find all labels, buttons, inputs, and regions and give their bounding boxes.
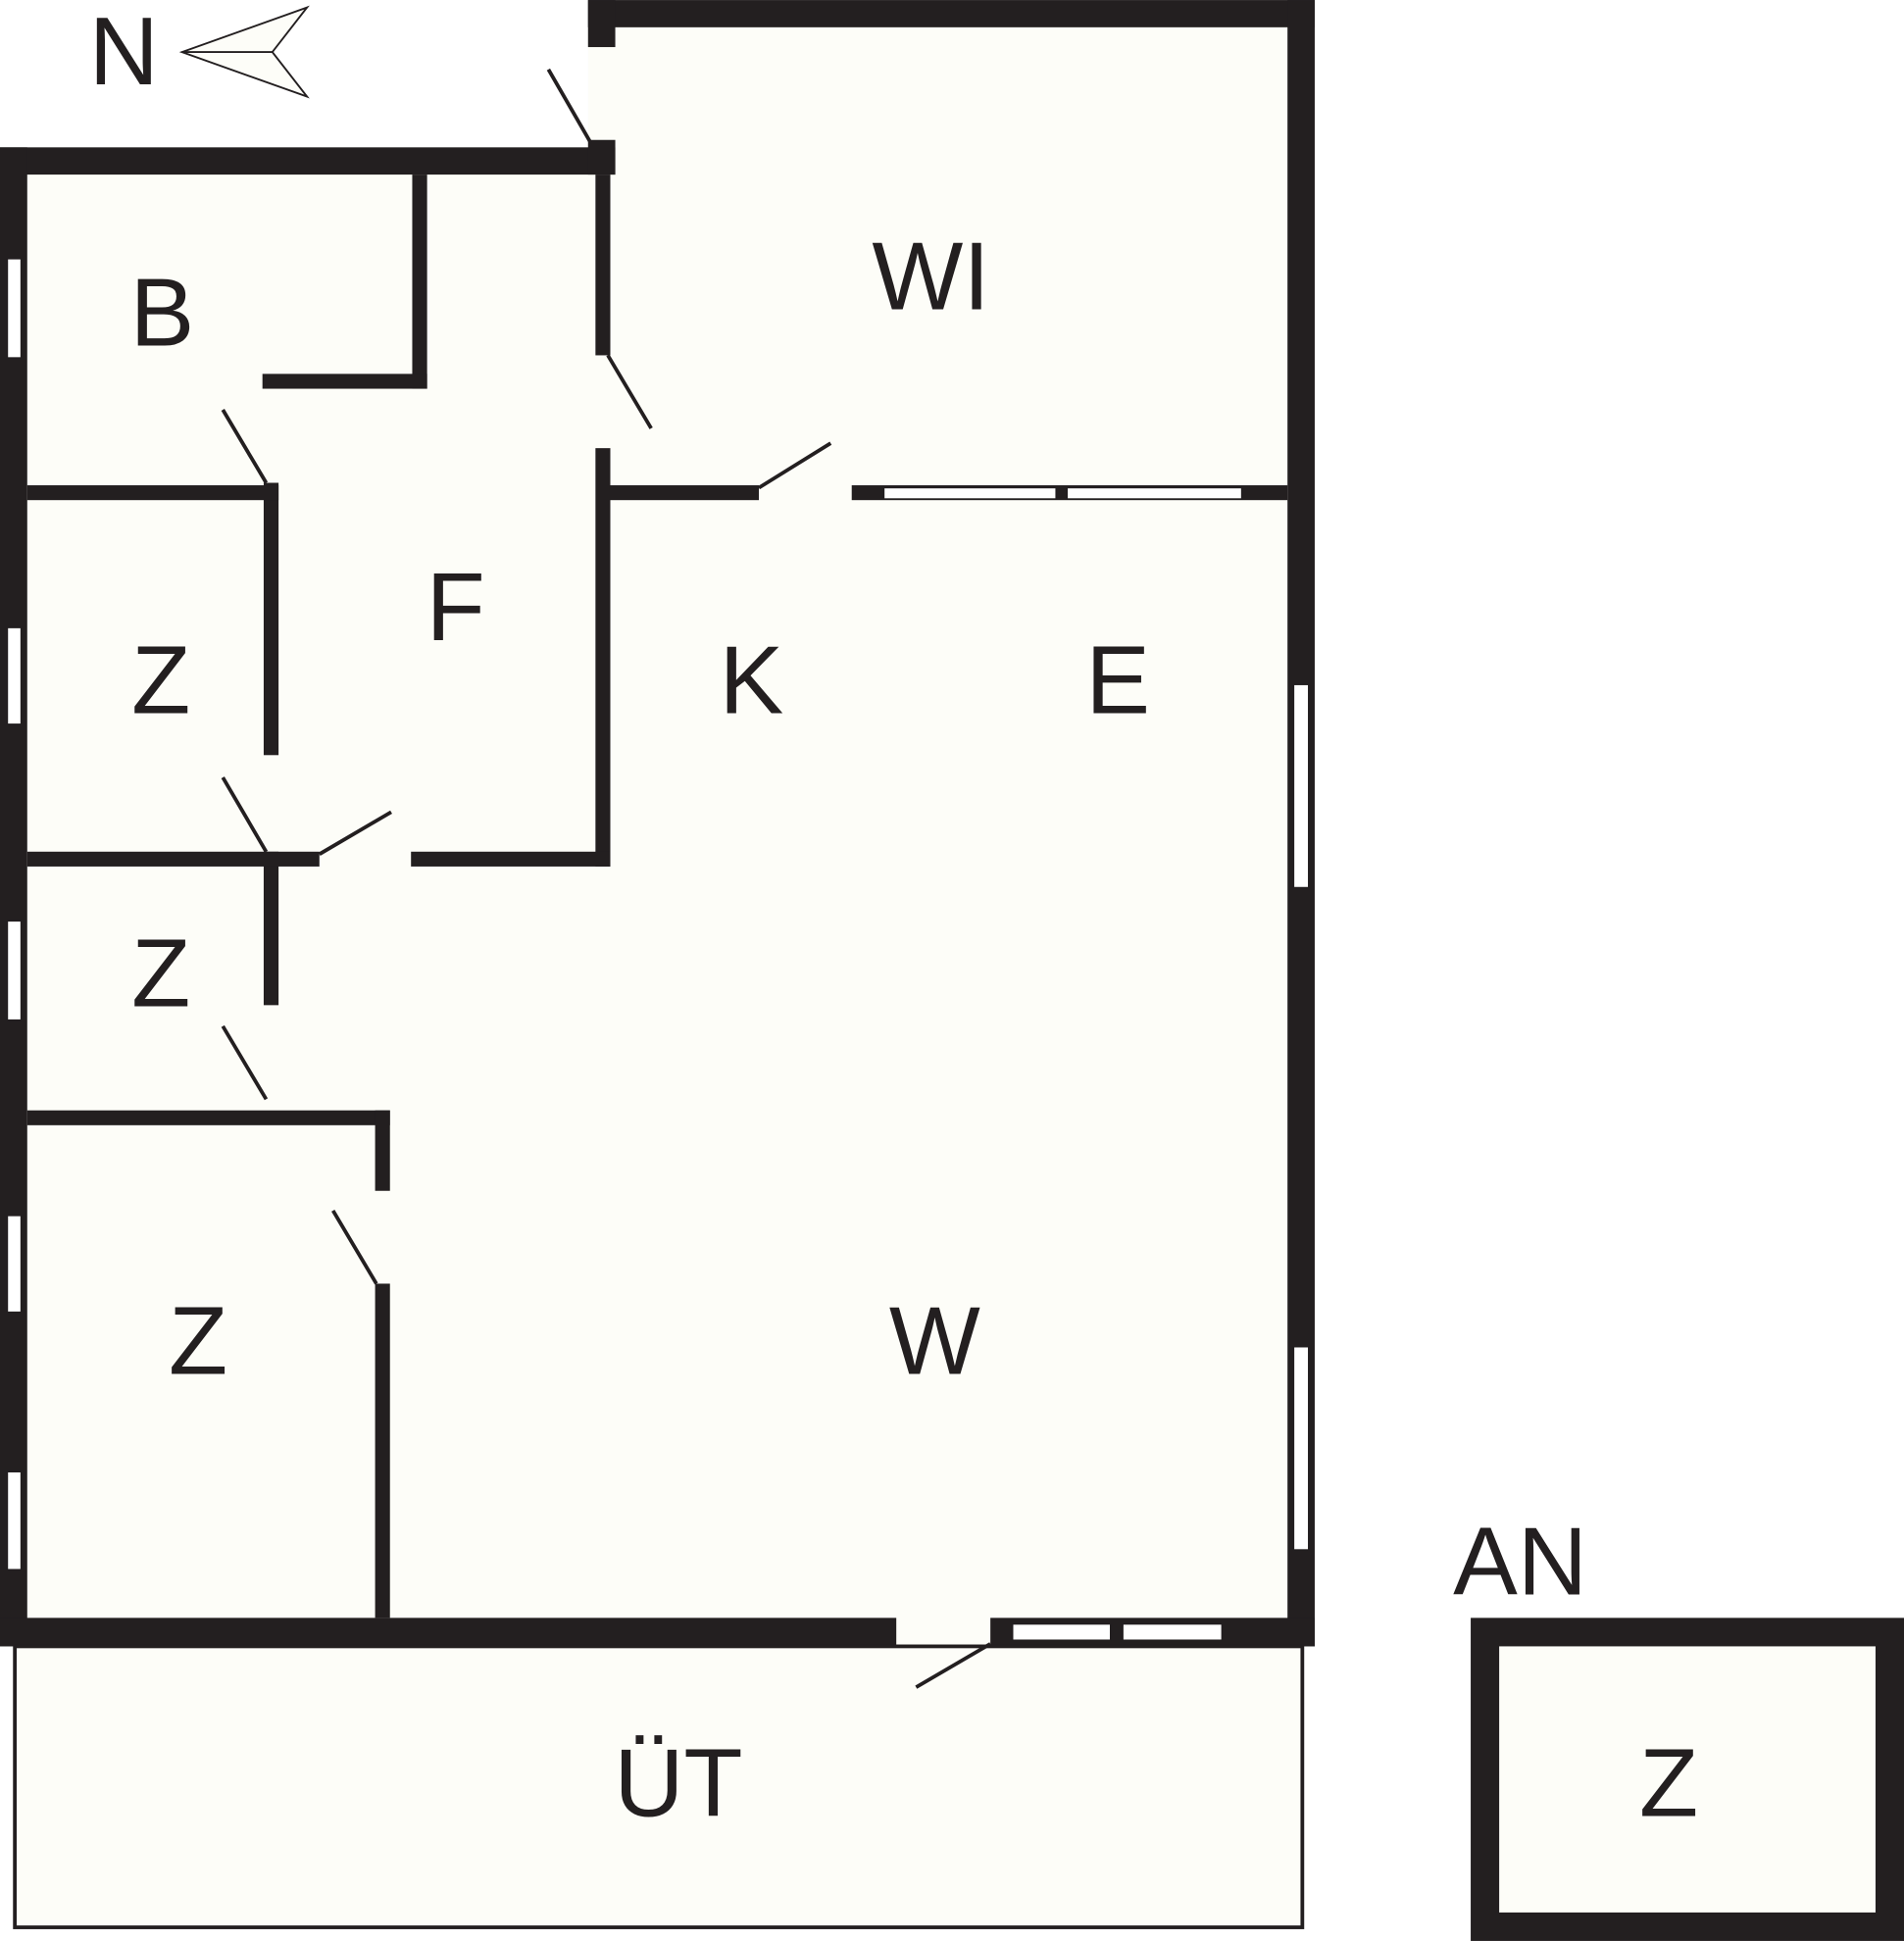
room-label-z: Z [131,625,190,733]
room-label-f: F [426,553,485,661]
windows [6,258,1310,1641]
room-label-annex-z: Z [1639,1728,1698,1836]
room-label-z: Z [169,1287,227,1395]
room-label-e: E [1085,625,1150,733]
room-label-b: B [130,258,195,366]
room-label-wi: WI [872,223,989,330]
north-arrow-icon [178,5,310,99]
door-swings [221,68,992,1689]
room-label-ut: ÜT [614,1728,742,1836]
compass-label: N [89,0,159,105]
annex-title: AN [1453,1507,1587,1615]
room-label-z: Z [131,920,190,1027]
room-label-w: W [889,1287,980,1395]
room-label-k: K [720,625,784,733]
